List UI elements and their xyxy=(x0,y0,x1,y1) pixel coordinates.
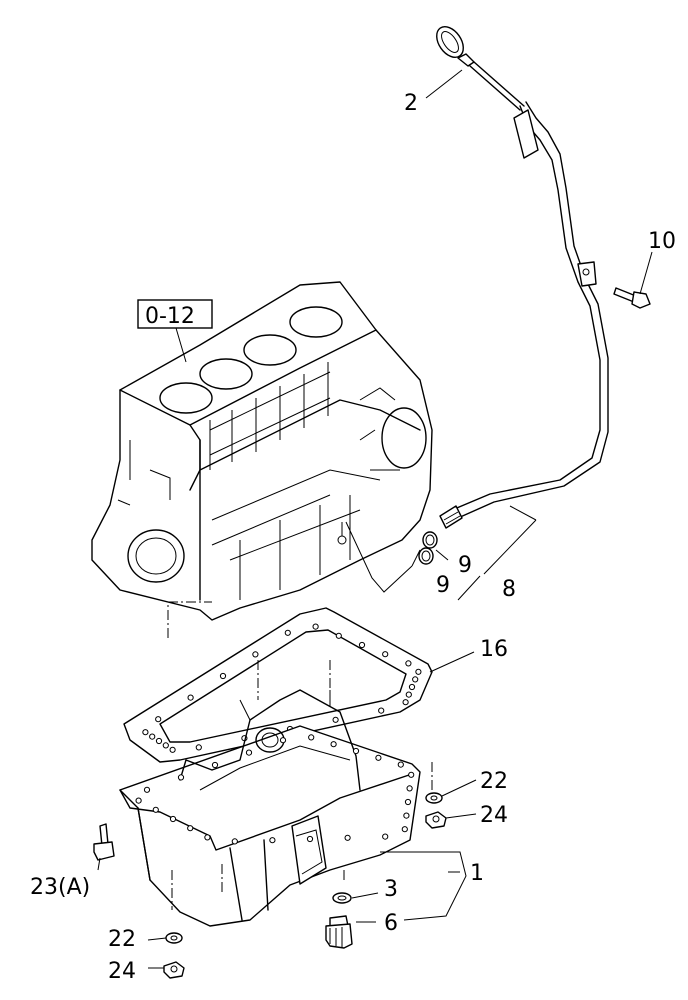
bolt-hole xyxy=(195,744,202,751)
callout-24-bottom: 24 xyxy=(108,959,136,984)
bolt-hole xyxy=(245,749,253,756)
bolt-hole xyxy=(408,683,416,691)
callout-10: 10 xyxy=(648,229,676,254)
oil-pan xyxy=(119,689,421,927)
nut-24-bottom xyxy=(163,961,185,979)
bolt-hole xyxy=(405,660,412,667)
bolt-hole xyxy=(306,835,314,843)
bolt-hole xyxy=(143,786,151,793)
callout-8: 8 xyxy=(502,577,516,602)
bolt-hole xyxy=(382,651,389,658)
bolt-hole xyxy=(155,737,163,745)
assembly-centerlines xyxy=(167,601,433,910)
bolt-hole xyxy=(401,826,408,833)
bolt-hole xyxy=(408,771,415,778)
o-rings xyxy=(418,531,438,565)
reference-box-label: 0-12 xyxy=(145,304,195,329)
bolt-hole xyxy=(332,716,339,723)
oil-level-gauge-guide-tube xyxy=(439,101,609,529)
callout-1: 1 xyxy=(470,861,484,886)
bolt-hole xyxy=(155,716,162,723)
washer-3 xyxy=(332,892,352,904)
bolt-hole xyxy=(169,746,176,753)
callout-3: 3 xyxy=(384,877,398,902)
bolt-hole xyxy=(330,741,337,748)
bolt-hole xyxy=(252,651,259,658)
callout-6: 6 xyxy=(384,911,398,936)
bolt-hole xyxy=(284,629,291,636)
nut-24-right xyxy=(425,811,447,829)
bolt-hole xyxy=(231,838,238,845)
bolt-hole xyxy=(162,742,169,749)
bolt-hole xyxy=(344,834,351,841)
bolt-hole xyxy=(279,737,287,744)
bolt-hole xyxy=(335,632,342,639)
cylinder-block xyxy=(91,281,433,621)
callout-22-right: 22 xyxy=(480,769,508,794)
callout-16: 16 xyxy=(480,637,508,662)
bolt-hole xyxy=(269,837,276,844)
bolt-hole xyxy=(375,754,382,761)
callout-22-bottom: 22 xyxy=(108,927,136,952)
callout-9-upper: 9 xyxy=(458,553,472,578)
bolt-hole xyxy=(397,761,404,768)
bolt-hole xyxy=(169,815,177,823)
reference-box-0-12 xyxy=(137,299,213,363)
bolt-hole xyxy=(152,806,159,813)
bolt-hole xyxy=(382,833,389,840)
bolt-hole xyxy=(204,834,211,841)
bolt-hole xyxy=(378,707,385,714)
bolt-hole xyxy=(406,785,413,792)
bolt-hole xyxy=(187,825,194,832)
bolt-hole xyxy=(402,699,409,706)
bolt-hole xyxy=(415,668,422,675)
bolt-10 xyxy=(613,287,651,309)
bolt-hole xyxy=(135,797,142,804)
callout-23a: 23(A) xyxy=(30,875,90,900)
bolt-hole xyxy=(405,691,412,698)
bolt-hole xyxy=(187,694,194,701)
bolt-hole xyxy=(404,798,412,806)
oil-pan-gasket xyxy=(123,607,433,763)
bolt-hole xyxy=(412,676,419,683)
bolt-hole xyxy=(358,641,366,649)
leader-lines xyxy=(97,69,653,969)
bolt-hole xyxy=(308,734,315,741)
bolt-hole xyxy=(312,623,319,630)
bolt-hole xyxy=(403,812,410,819)
callout-9-lower: 9 xyxy=(436,573,450,598)
bolt-hole xyxy=(142,729,149,736)
washer-22-right xyxy=(425,792,443,804)
callout-2: 2 xyxy=(404,91,418,116)
bolt-hole xyxy=(211,761,219,769)
bolt-hole xyxy=(149,733,156,740)
bolt-hole xyxy=(177,774,185,781)
callout-24-right: 24 xyxy=(480,803,508,828)
bolt-hole xyxy=(219,672,227,680)
oil-level-gauge xyxy=(436,26,525,111)
washer-22-bottom xyxy=(165,932,183,944)
drain-plug-6 xyxy=(325,915,353,949)
bolt-23a xyxy=(93,823,115,861)
bolt-hole xyxy=(352,747,360,755)
